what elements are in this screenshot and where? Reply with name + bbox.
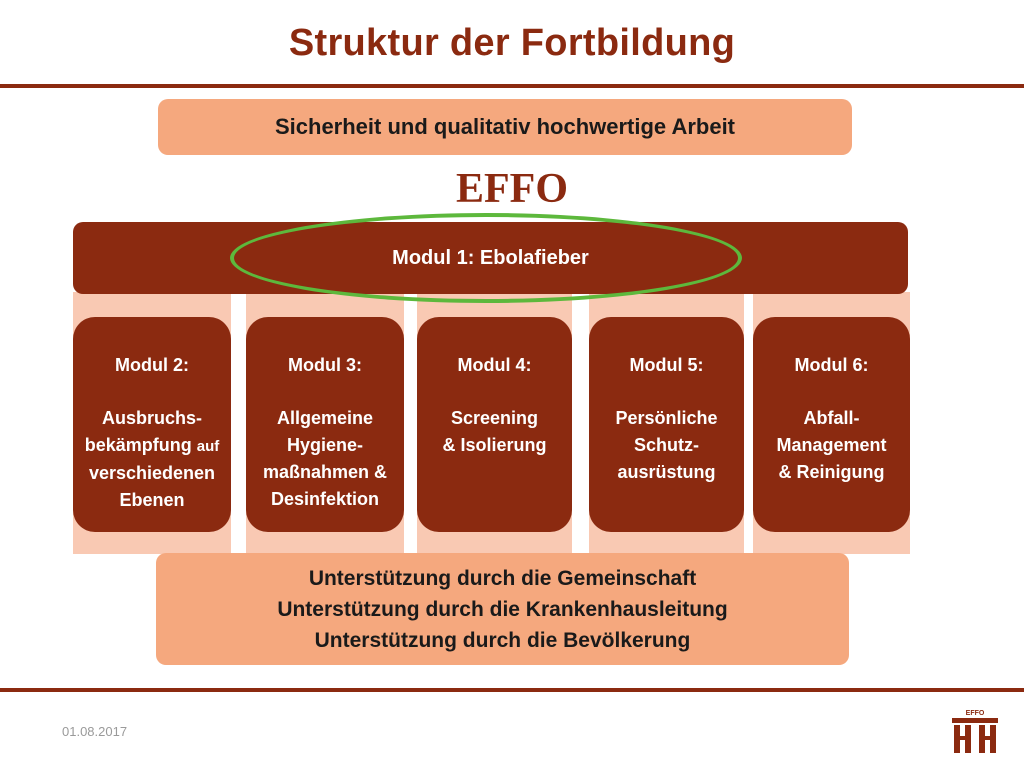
slide-title: Struktur der Fortbildung [288, 22, 736, 64]
module-3-line: Desinfektion [270, 489, 380, 509]
module-2-box: Modul 2: Ausbruchs- bekämpfung auf versc… [73, 317, 231, 532]
module-3-line: Allgemeine [276, 408, 374, 428]
module-6-line: & Reinigung [778, 462, 885, 482]
top-banner: Sicherheit und qualitativ hochwertige Ar… [158, 99, 852, 155]
module-3-line: Hygiene- [286, 435, 364, 455]
module-2-line: Ausbruchs- [101, 408, 202, 428]
module-2-title: Modul 2: [115, 355, 189, 375]
module-5-line: Schutz- [634, 435, 699, 455]
module-1-label: Modul 1: Ebolafieber [392, 246, 589, 269]
module-5-box: Modul 5: Persönliche Schutz- ausrüstung [589, 317, 744, 532]
module-4-line: Screening [450, 408, 539, 428]
module-3-line: maßnahmen & [262, 462, 388, 482]
module-4-box: Modul 4: Screening & Isolierung [417, 317, 572, 532]
top-divider [0, 84, 1024, 88]
program-name: EFFO [456, 166, 568, 212]
module-6-title: Modul 6: [794, 355, 869, 375]
bottom-divider [0, 688, 1024, 692]
module-4-title: Modul 4: [457, 355, 532, 375]
module-6-line: Abfall- [803, 408, 860, 428]
slide-date: 01.08.2017 [62, 724, 128, 739]
module-3-title: Modul 3: [288, 355, 362, 375]
support-line: Unterstützung durch die Bevölkerung [314, 628, 691, 652]
module-3-box: Modul 3: Allgemeine Hygiene- maßnahmen &… [246, 317, 404, 532]
module-2-line: bekämpfung [84, 435, 192, 455]
top-banner-text: Sicherheit und qualitativ hochwertige Ar… [274, 114, 736, 139]
logo-text: EFFO [966, 710, 985, 717]
module-2-line: auf [196, 438, 220, 455]
module-5-line: ausrüstung [617, 462, 716, 482]
support-banner: Unterstützung durch die Gemeinschaft Unt… [156, 553, 849, 665]
module-5-line: Persönliche [615, 408, 718, 428]
module-5-title: Modul 5: [629, 355, 704, 375]
module-2-line: verschiedenen [88, 463, 216, 483]
support-line: Unterstützung durch die Gemeinschaft [308, 566, 697, 590]
module-4-line: & Isolierung [442, 435, 547, 455]
support-line: Unterstützung durch die Krankenhausleitu… [277, 597, 728, 621]
effo-pillars-icon: EFFO [952, 710, 998, 753]
module-6-line: Management [776, 435, 887, 455]
module-1-bar: Modul 1: Ebolafieber [73, 222, 908, 294]
module-2-line-group: bekämpfung auf [73, 432, 231, 460]
module-2-line: Ebenen [119, 490, 185, 510]
module-6-box: Modul 6: Abfall- Management & Reinigung [753, 317, 910, 532]
